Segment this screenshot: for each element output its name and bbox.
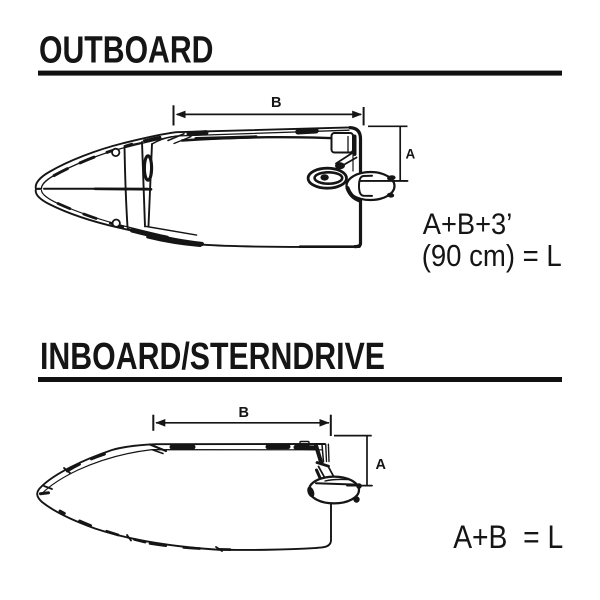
svg-text:B: B xyxy=(239,405,249,421)
svg-text:A+B+3’: A+B+3’ xyxy=(423,208,513,241)
svg-text:A: A xyxy=(376,457,387,473)
svg-text:OUTBOARD: OUTBOARD xyxy=(39,30,214,72)
svg-text:B: B xyxy=(271,95,281,111)
svg-text:INBOARD/STERNDRIVE: INBOARD/STERNDRIVE xyxy=(40,336,385,378)
svg-text:A+B = L: A+B = L xyxy=(453,519,563,555)
svg-text:A: A xyxy=(406,147,416,162)
svg-text:(90 cm) = L: (90 cm) = L xyxy=(422,239,562,273)
